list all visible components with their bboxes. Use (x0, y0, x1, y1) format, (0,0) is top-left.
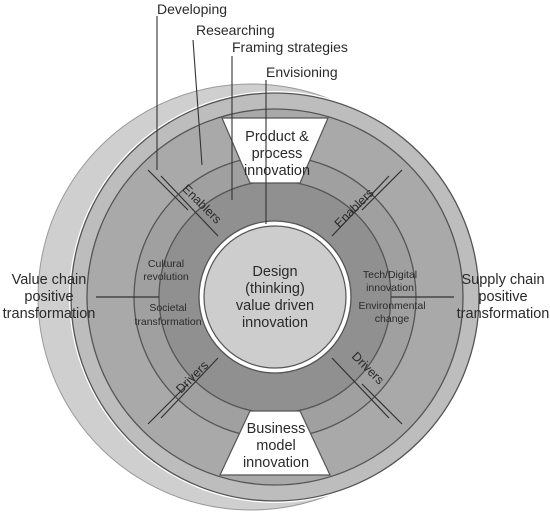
right-upper-line-1: Tech/Digital (363, 269, 417, 281)
left-upper-line-1: Cultural (148, 258, 184, 270)
center-line-2: (thinking) (245, 281, 305, 297)
center-disk (203, 225, 347, 369)
label-researching: Researching (196, 22, 275, 38)
left-side-line-2: positive (24, 289, 73, 305)
top-gap-line-3: innovation (244, 163, 310, 179)
center-line-4: innovation (242, 315, 308, 331)
left-side-line-3: transformation (3, 306, 96, 322)
right-upper-line-2: innovation (366, 282, 414, 294)
right-side-line-1: Supply chain (461, 272, 544, 288)
right-lower-line-1: Environmental (358, 300, 425, 312)
label-developing: Developing (157, 1, 227, 17)
top-gap-line-2: process (252, 146, 303, 162)
left-upper-line-2: revolution (143, 271, 189, 283)
center-line-3: value driven (236, 298, 314, 314)
top-gap-wedge (221, 117, 329, 184)
radial-dividers (96, 169, 454, 425)
bottom-gap-line-2: model (256, 438, 296, 454)
right-side-line-3: transformation (457, 306, 550, 322)
top-gap-line-1: Product & (245, 129, 309, 145)
left-lower-line-2: transformation (134, 316, 201, 328)
right-lower-line-2: change (375, 313, 410, 325)
right-side-line-2: positive (478, 289, 527, 305)
label-framing-strategies: Framing strategies (232, 39, 348, 55)
label-envisioning: Envisioning (266, 64, 338, 80)
bottom-gap-line-1: Business (247, 421, 306, 437)
left-lower-line-1: Societal (149, 302, 186, 314)
bottom-gap-line-3: innovation (243, 455, 309, 471)
center-line-1: Design (252, 264, 297, 280)
bottom-gap-wedge (219, 410, 331, 476)
callout-lines (156, 16, 267, 224)
left-side-line-1: Value chain (12, 272, 87, 288)
